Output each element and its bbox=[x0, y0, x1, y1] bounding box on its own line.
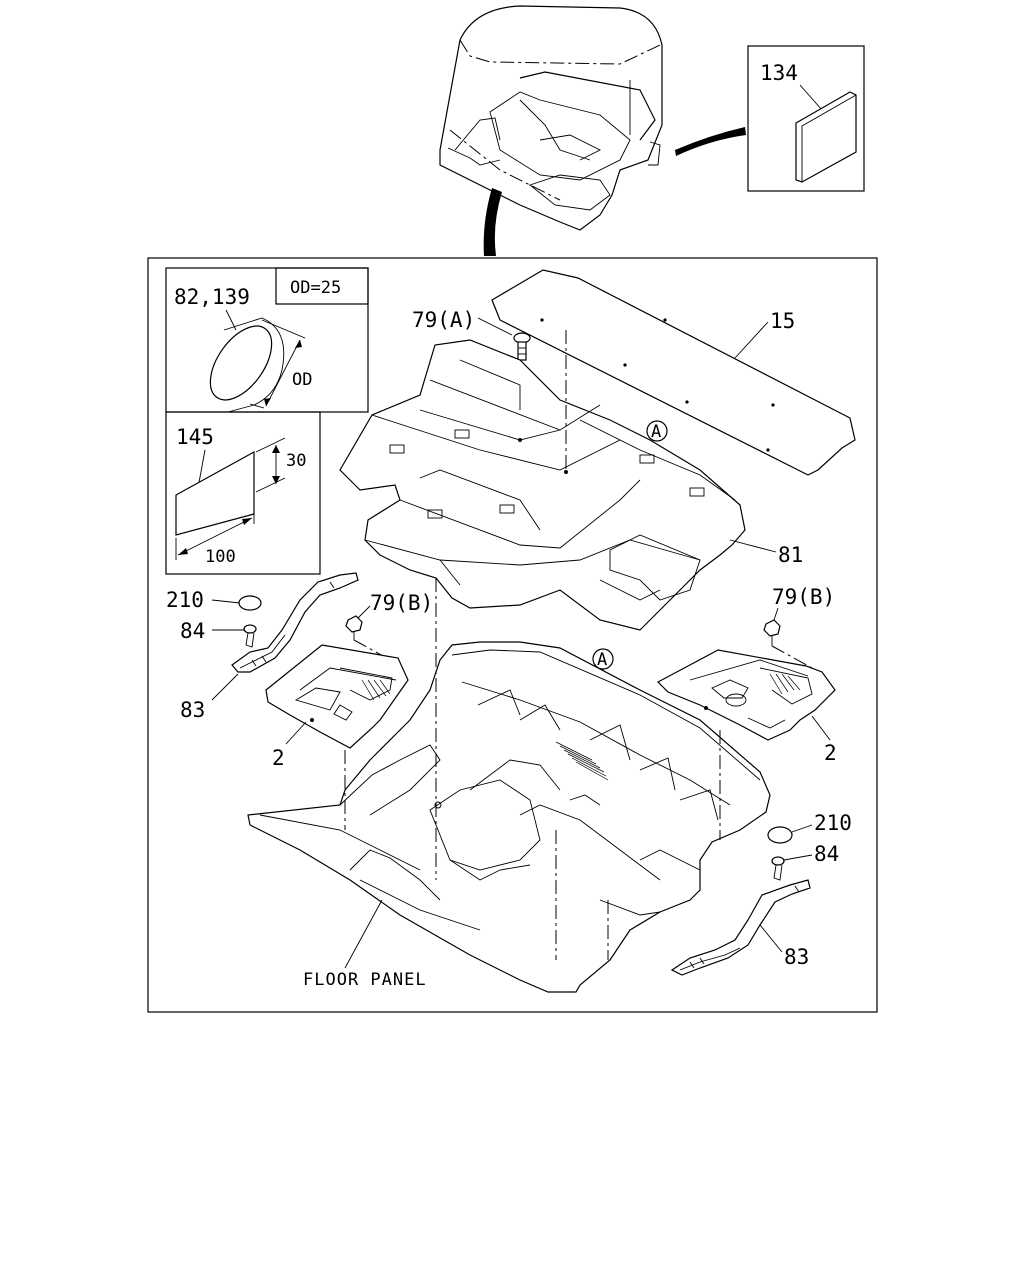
part-2-right-label: 2 bbox=[824, 741, 837, 765]
part-83-left-bracket bbox=[231, 572, 359, 673]
part-15-label: 15 bbox=[770, 309, 795, 333]
inset-82-139: OD=25 82,139 OD bbox=[165, 267, 369, 413]
od-spec-label: OD=25 bbox=[290, 278, 341, 298]
part-79a-push-pin-icon bbox=[513, 332, 531, 361]
part-210-right-label: 210 bbox=[814, 811, 852, 835]
part-2-left-mat bbox=[265, 644, 409, 749]
svg-text:A: A bbox=[597, 650, 607, 670]
part-210-right-cap-icon bbox=[767, 826, 793, 844]
part-79b-left-clip-icon bbox=[345, 615, 363, 640]
callout-arrow-to-134 bbox=[675, 127, 746, 156]
od-dimension-label: OD bbox=[292, 370, 312, 390]
floor-panel bbox=[247, 641, 771, 993]
part-79a-label: 79(A) bbox=[412, 308, 475, 332]
dim-30-label: 30 bbox=[286, 451, 306, 471]
part-134-pad-icon bbox=[795, 91, 857, 183]
part-81-label: 81 bbox=[778, 543, 803, 567]
part-79b-left-label: 79(B) bbox=[370, 591, 433, 615]
part-2-left-label: 2 bbox=[272, 746, 285, 770]
part-210-left-label: 210 bbox=[166, 588, 204, 612]
part-134-box bbox=[747, 45, 865, 192]
inset-145: 145 30 100 bbox=[165, 411, 321, 575]
part-82-139-disc-icon bbox=[209, 317, 285, 413]
callout-arrow-to-main bbox=[483, 188, 502, 256]
part-84-right-label: 84 bbox=[814, 842, 839, 866]
part-84-left-screw-icon bbox=[243, 624, 257, 648]
part-2-right-mat bbox=[657, 649, 836, 741]
part-15-panel bbox=[491, 269, 856, 476]
ref-circle-a-top: A bbox=[646, 420, 668, 442]
dim-100-label: 100 bbox=[205, 547, 236, 567]
svg-text:A: A bbox=[651, 422, 661, 442]
part-82-139-label: 82,139 bbox=[174, 285, 250, 309]
cab-overview-illustration bbox=[439, 5, 663, 231]
part-84-right-screw-icon bbox=[771, 856, 785, 881]
part-81-floor-mat bbox=[339, 339, 746, 631]
part-83-right-bracket bbox=[670, 879, 811, 976]
part-83-right-label: 83 bbox=[784, 945, 809, 969]
main-diagram-frame bbox=[147, 257, 878, 1013]
part-210-left-cap-icon bbox=[238, 595, 262, 611]
part-79b-right-label: 79(B) bbox=[772, 585, 835, 609]
part-145-label: 145 bbox=[176, 425, 214, 449]
part-83-left-label: 83 bbox=[180, 698, 205, 722]
part-84-left-label: 84 bbox=[180, 619, 205, 643]
floor-panel-label: FLOOR PANEL bbox=[303, 970, 427, 990]
part-134-label: 134 bbox=[760, 61, 798, 85]
part-79b-right-clip-icon bbox=[763, 619, 781, 646]
